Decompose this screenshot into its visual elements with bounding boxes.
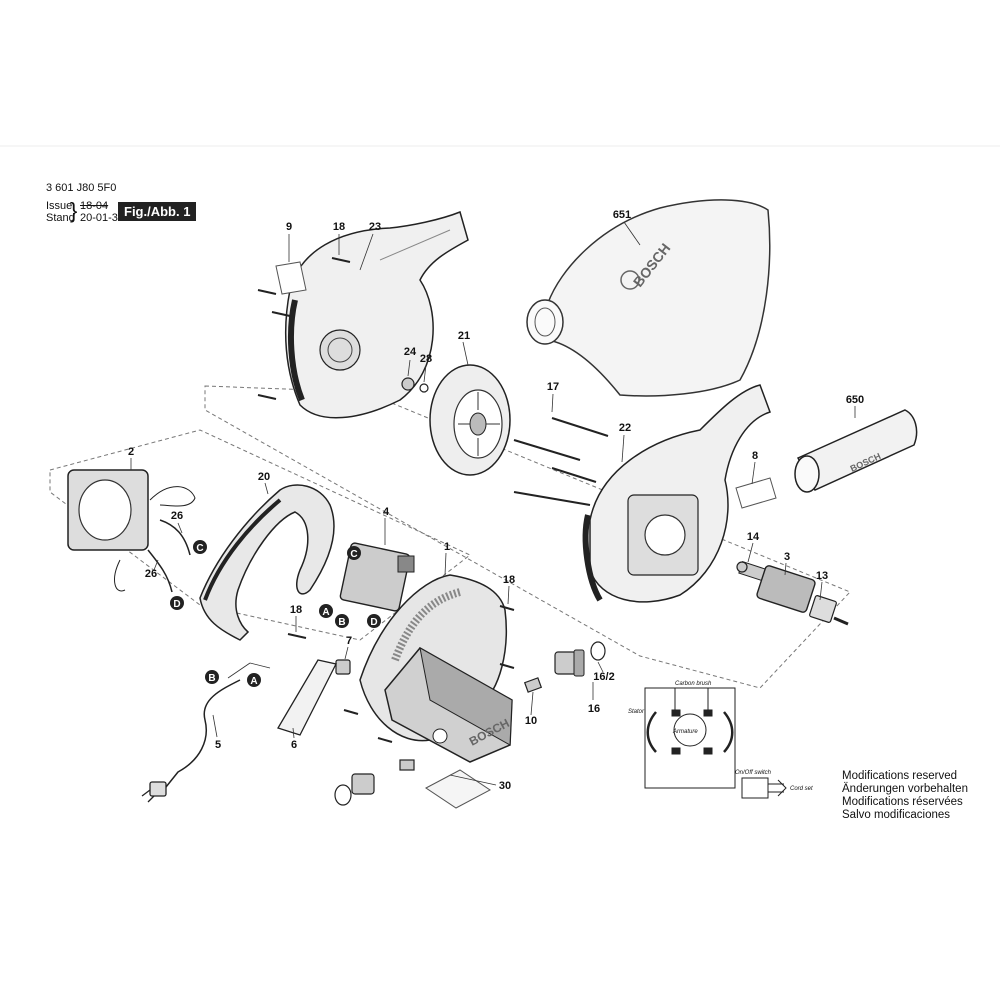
connector-b-cord: [205, 670, 219, 684]
connector-a-cord: [247, 673, 261, 687]
nut-24: [401, 377, 415, 391]
schematic-cord-set: Cord set: [790, 786, 813, 792]
label-30: [425, 769, 491, 809]
screws-18-top: [257, 257, 351, 400]
part-number: 3 601 J80 5F0: [46, 182, 117, 194]
connector-b-switch-text: B: [338, 617, 345, 628]
stand-label: Stand: [46, 212, 75, 224]
motor-group-outline: [49, 429, 471, 641]
callout-4: 4: [383, 506, 390, 518]
figure-label: Fig./Abb. 1: [118, 202, 197, 221]
label-8: [735, 477, 777, 509]
plug: [141, 781, 167, 803]
wire-26a: [159, 519, 191, 556]
callout-8: 8: [752, 450, 758, 462]
dust-bag-651: BOSCH: [526, 199, 771, 397]
switch-4: [339, 542, 415, 612]
callout-23: 23: [369, 221, 381, 233]
connector-c-switch: [347, 546, 361, 560]
connector-c-switch-text: C: [350, 549, 357, 560]
schematic-armature: Armature: [672, 729, 698, 735]
modifications-fr: Modifications réservées: [842, 796, 963, 808]
connector-a-switch-text: A: [322, 607, 329, 618]
modifications-notice: Modifications reserved Änderungen vorbeh…: [842, 770, 968, 822]
callout-5: 5: [215, 739, 221, 751]
callout-3: 3: [784, 551, 790, 563]
connector-a-cord-text: A: [250, 676, 257, 687]
connector-d-switch: [367, 614, 381, 628]
callout-20: 20: [258, 471, 270, 483]
connector-d-left-text: D: [173, 599, 180, 610]
fan-21: [429, 364, 511, 476]
cap-16-2: [590, 641, 606, 661]
wire-26b: [147, 549, 173, 593]
callout-7: 7: [346, 635, 352, 647]
schematic-stator: Stator: [628, 709, 645, 715]
connector-markers: C D C A B D B A: [170, 540, 381, 687]
callout-26a: 26: [171, 510, 183, 522]
callout-18c: 18: [290, 604, 302, 616]
schematic-switch: On/Off switch: [735, 770, 772, 776]
handle-cover-20: [199, 484, 335, 641]
callouts: 9 18 23 651 21 24 28 17 22 650 8 2 20 26…: [128, 209, 864, 792]
callout-16-2: 16/2: [593, 671, 614, 683]
schematic-carbon-brush: Carbon brush: [675, 681, 712, 687]
callout-651: 651: [613, 209, 631, 221]
connector-b-cord-text: B: [208, 673, 215, 684]
connector-c-left-text: C: [196, 543, 203, 554]
stator-2: [67, 469, 196, 592]
callout-14: 14: [747, 531, 760, 543]
modifications-de: Änderungen vorbehalten: [842, 783, 968, 795]
callout-18b: 18: [503, 574, 515, 586]
leader-lines: [130, 221, 856, 786]
screws-17: [513, 417, 609, 506]
connector-a-switch: [319, 604, 333, 618]
connector-d-left: [170, 596, 184, 610]
callout-16: 16: [588, 703, 600, 715]
callout-1: 1: [444, 541, 450, 553]
callout-650: 650: [846, 394, 864, 406]
brush-holder-lower: [334, 759, 415, 806]
callout-24: 24: [404, 346, 417, 358]
washer-28: [419, 383, 429, 393]
brace: }: [70, 198, 78, 223]
callout-18a: 18: [333, 221, 345, 233]
issue-label: Issue: [46, 200, 73, 212]
housing-half-23: [284, 210, 469, 419]
modifications-en: Modifications reserved: [842, 770, 958, 782]
label-9: [275, 261, 307, 295]
callout-2: 2: [128, 446, 134, 458]
bearing-14: [736, 561, 748, 573]
issue-new-date: 20-01-31: [80, 212, 125, 224]
housing-half-22: [582, 384, 771, 603]
brush-10: [523, 677, 543, 693]
callout-9: 9: [286, 221, 292, 233]
clamp-7: [335, 659, 351, 675]
connector-d-switch-text: D: [370, 617, 377, 628]
nozzle-650: BOSCH: [794, 409, 918, 493]
callout-6: 6: [291, 739, 297, 751]
brush-holder-16: [554, 649, 585, 677]
main-housing-1: BOSCH: [359, 574, 513, 763]
armature-3: [738, 561, 849, 626]
issue-old-date: 18-04: [80, 200, 109, 212]
wiring-schematic: [644, 687, 787, 799]
callout-21: 21: [458, 330, 470, 342]
callout-22: 22: [619, 422, 631, 434]
cord-guard-6: [277, 659, 337, 736]
connector-c-left: [193, 540, 207, 554]
callout-28: 28: [420, 353, 432, 365]
modifications-es: Salvo modificaciones: [842, 809, 951, 821]
connector-b-switch: [335, 614, 349, 628]
callout-17: 17: [547, 381, 559, 393]
callout-10: 10: [525, 715, 537, 727]
callout-30: 30: [499, 780, 511, 792]
callout-13: 13: [816, 570, 828, 582]
callout-26b: 26: [145, 568, 157, 580]
power-cord-5: [161, 679, 241, 793]
screws-18-lower: [287, 605, 515, 743]
